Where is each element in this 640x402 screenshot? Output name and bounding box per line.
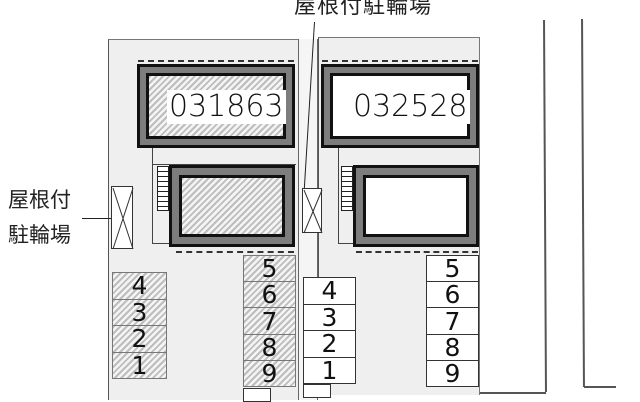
right-bottom-eaves-line <box>356 251 478 253</box>
right-lot-small-box <box>303 384 331 398</box>
covered-bicycle-parking-label-left-2: 駐輪場 <box>8 223 71 247</box>
parking-stall: 4 <box>112 272 167 300</box>
parking-stall: 5 <box>426 255 479 283</box>
left-stairs <box>157 166 169 211</box>
right-stairs <box>341 166 353 211</box>
left-walkway-top <box>152 148 296 165</box>
parking-stall: 2 <box>303 330 356 358</box>
building-left-bottom <box>169 165 295 247</box>
parking-left-col2: 5 6 7 8 9 <box>243 255 296 388</box>
left-top-eaves-line <box>138 60 294 62</box>
parking-stall: 7 <box>243 307 296 335</box>
covered-bicycle-parking-label-left-1: 屋根付 <box>8 188 71 212</box>
parking-stall: 6 <box>243 281 296 309</box>
parking-stall: 2 <box>112 325 167 353</box>
building-left-top: 031863 <box>137 64 295 148</box>
building-left-bottom-unit <box>179 175 285 237</box>
parking-right-col2: 5 6 7 8 9 <box>426 255 479 388</box>
parking-stall: 7 <box>426 307 479 335</box>
covered-bicycle-parking-right <box>302 188 323 234</box>
building-right-bottom-unit <box>363 175 469 237</box>
parking-stall: 6 <box>426 281 479 309</box>
road-line-2 <box>581 18 585 388</box>
parking-stall: 1 <box>112 351 167 379</box>
leader-line-left <box>82 218 122 219</box>
right-top-eaves-line <box>322 60 478 62</box>
covered-bicycle-parking-left <box>111 186 134 250</box>
parking-stall: 3 <box>303 303 356 331</box>
room-number-left-top: 031863 <box>167 89 286 124</box>
parking-stall: 1 <box>303 356 356 384</box>
building-right-top-unit: 032528 <box>330 73 470 139</box>
road-line-1 <box>543 19 547 393</box>
parking-right-col1: 4 3 2 1 <box>303 277 356 384</box>
bicycle-parking-x-icon <box>303 189 323 234</box>
parking-stall: 3 <box>112 298 167 326</box>
parking-left-col1: 4 3 2 1 <box>112 272 167 379</box>
building-right-bottom <box>353 165 479 247</box>
parking-stall: 9 <box>426 359 479 388</box>
covered-bicycle-parking-label-top: 屋根付駐輪場 <box>294 0 433 19</box>
bicycle-parking-x-icon <box>112 187 134 250</box>
parking-stall: 5 <box>243 255 296 283</box>
road-line-1-bottom <box>480 392 546 394</box>
room-number-right-top: 032528 <box>351 89 470 124</box>
parking-stall: 9 <box>243 359 296 388</box>
parking-stall: 4 <box>303 277 356 305</box>
building-left-top-unit: 031863 <box>146 73 286 139</box>
parking-stall: 8 <box>426 333 479 361</box>
parking-stall: 8 <box>243 333 296 361</box>
left-walkway <box>152 148 172 244</box>
building-right-top: 032528 <box>321 64 479 148</box>
road-line-2-bottom <box>584 386 616 388</box>
left-bottom-eaves-line <box>176 251 294 253</box>
right-walkway <box>338 148 354 244</box>
